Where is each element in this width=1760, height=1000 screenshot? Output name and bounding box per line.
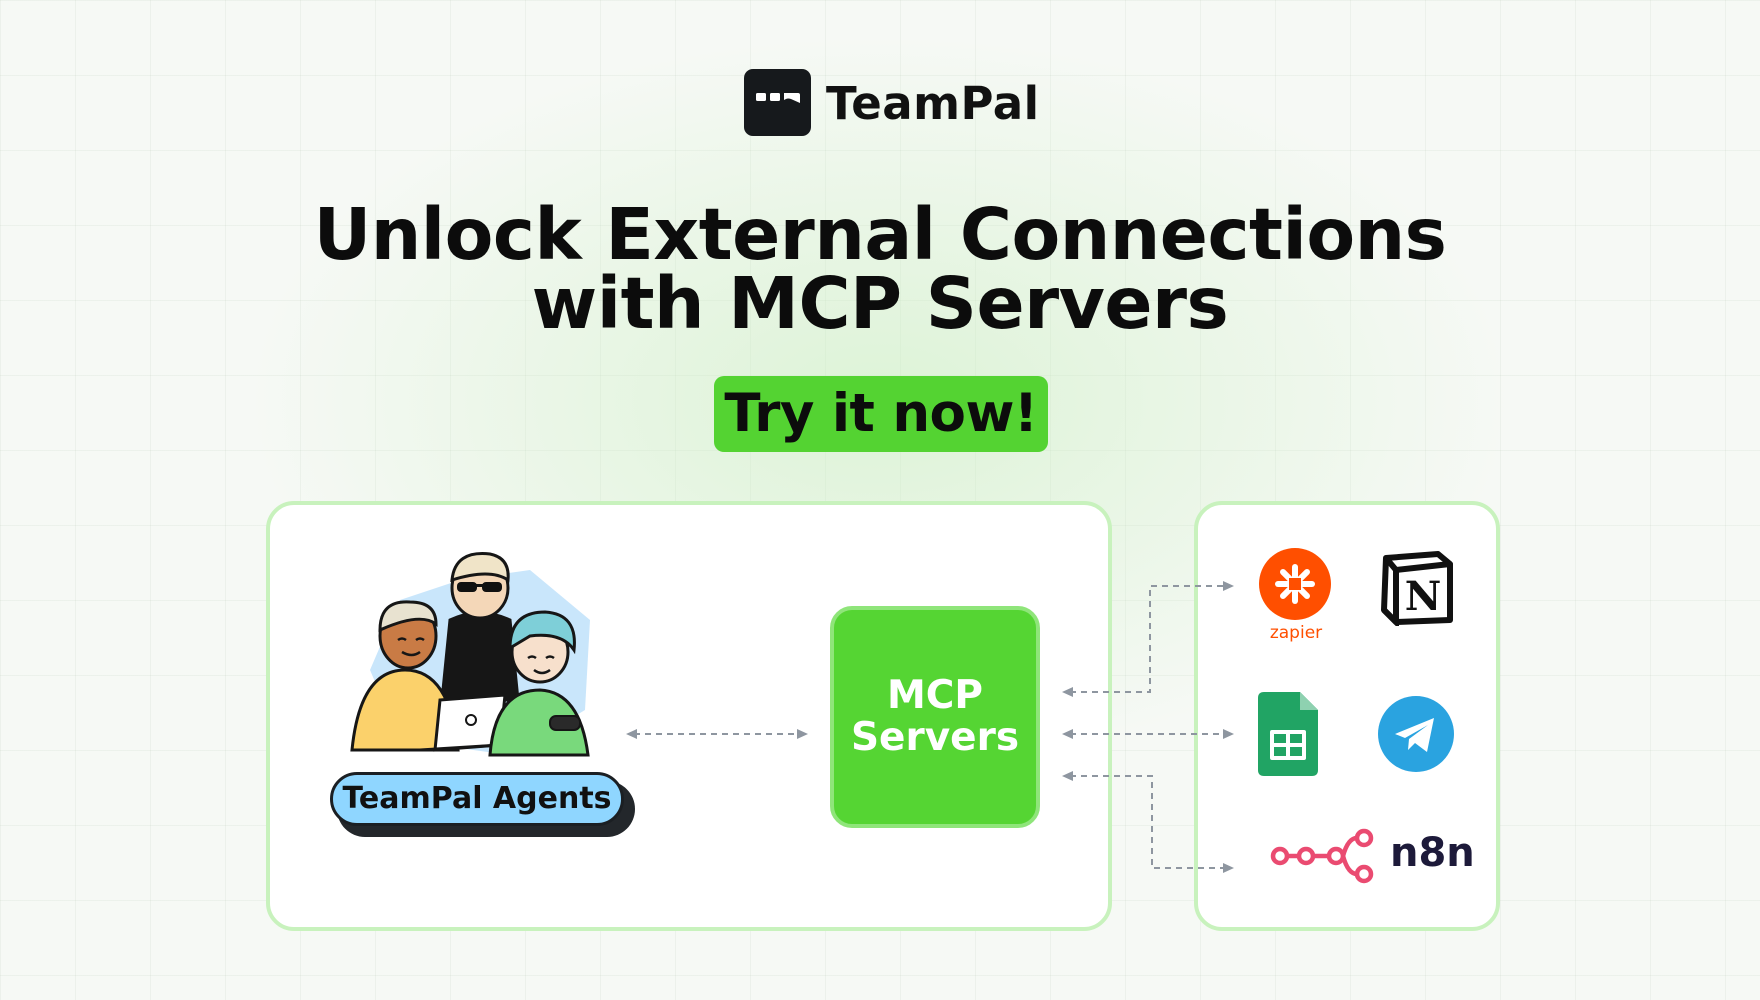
agents-label: TeamPal Agents: [330, 772, 624, 826]
telegram-icon: [1378, 696, 1454, 772]
headline-line-1: Unlock External Connections: [313, 193, 1447, 276]
notion-icon: N: [1381, 551, 1453, 626]
n8n-icon: [1270, 828, 1374, 884]
google-sheets-icon: [1258, 692, 1318, 776]
zapier-label: zapier: [1269, 623, 1323, 643]
mcp-servers-box: MCP Servers: [830, 606, 1040, 828]
agents-illustration: [350, 552, 590, 757]
n8n-label: n8n: [1390, 830, 1475, 876]
page-title: Unlock External Connections with MCP Ser…: [280, 193, 1480, 345]
zapier-icon: [1259, 548, 1331, 620]
mcp-servers-label: MCP Servers: [850, 673, 1020, 760]
brand-name: TeamPal: [826, 77, 1040, 130]
headline-line-2: with MCP Servers: [531, 262, 1229, 345]
teampal-logo-icon: [744, 69, 811, 136]
try-it-now-button[interactable]: Try it now!: [714, 376, 1048, 452]
svg-text:N: N: [1405, 573, 1442, 620]
